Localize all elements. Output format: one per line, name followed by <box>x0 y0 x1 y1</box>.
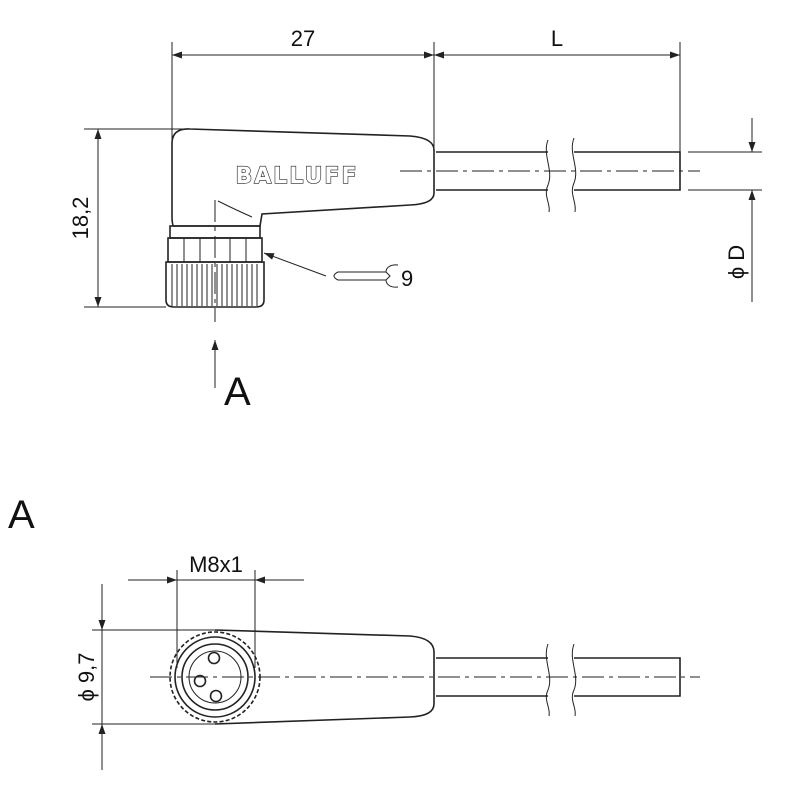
view-arrow-A: A <box>211 340 251 414</box>
dimension-phi-D-label: ϕ D <box>724 245 749 279</box>
dimension-27: 27 <box>171 26 435 150</box>
wrench-callout: 9 <box>263 252 413 291</box>
view-title: A <box>8 493 35 537</box>
cable-side <box>436 137 681 213</box>
connector-body-view-a <box>214 629 435 725</box>
view-a: M8x1 ϕ 9,7 <box>74 552 700 770</box>
dimension-M8x1-label: M8x1 <box>189 552 243 577</box>
view-arrow-label: A <box>224 370 251 414</box>
wrench-icon <box>333 264 399 288</box>
dimension-phi-D: ϕ D <box>688 118 762 302</box>
dimension-phi-9-7: ϕ 9,7 <box>74 584 215 770</box>
cable-view-a <box>436 643 681 717</box>
dimension-L: L <box>434 26 681 152</box>
wrench-size-label: 9 <box>401 266 413 291</box>
connector-body-side: BALLUFF <box>171 128 435 227</box>
brand-logo: BALLUFF <box>236 164 359 189</box>
dimension-phi-9-7-label: ϕ 9,7 <box>74 652 99 701</box>
dimension-M8x1: M8x1 <box>128 552 304 668</box>
side-view: BALLUFF 27 L 18,2 <box>68 26 762 414</box>
dimension-18-2-label: 18,2 <box>68 197 93 240</box>
pin-3 <box>209 689 223 703</box>
pin-1 <box>207 651 221 665</box>
pin-2 <box>193 674 207 688</box>
dimension-L-label: L <box>551 26 563 51</box>
dimension-27-label: 27 <box>291 26 315 51</box>
dimension-18-2: 18,2 <box>68 128 186 308</box>
